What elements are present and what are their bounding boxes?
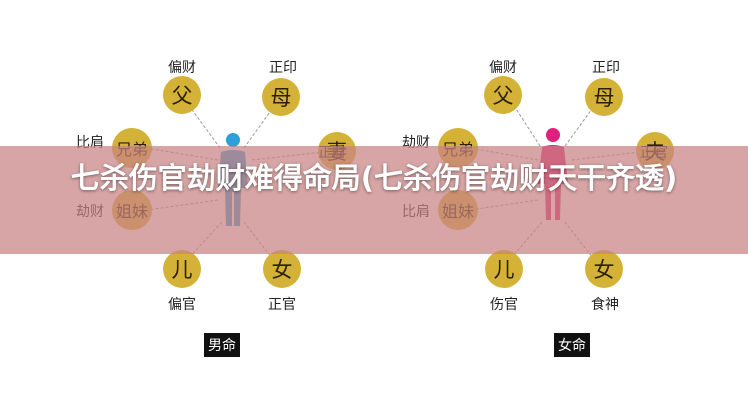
- female-node-father: 父: [484, 76, 522, 114]
- female-label-father: 偏财: [489, 60, 517, 76]
- male-label-mother: 正印: [269, 60, 297, 76]
- female-label-son: 伤官: [490, 297, 518, 313]
- female-node-daughter: 女: [585, 250, 623, 288]
- female-label-daughter: 食神: [591, 297, 619, 313]
- male-node-mother: 母: [262, 78, 300, 116]
- female-label-mother: 正印: [592, 60, 620, 76]
- page-title: 七杀伤官劫财难得命局(七杀伤官劫财天干齐透): [70, 161, 678, 195]
- male-label-daughter: 正官: [268, 297, 296, 313]
- female-node-son: 儿: [485, 250, 523, 288]
- male-node-son: 儿: [163, 250, 201, 288]
- male-node-daughter: 女: [263, 250, 301, 288]
- title-banner: [0, 146, 748, 254]
- male-label-son: 偏官: [168, 297, 196, 313]
- male-label-father: 偏财: [168, 60, 196, 76]
- female-node-mother: 母: [585, 78, 623, 116]
- male-chart-tag: 男命: [204, 333, 240, 357]
- female-chart-tag: 女命: [554, 333, 590, 357]
- male-node-father: 父: [163, 76, 201, 114]
